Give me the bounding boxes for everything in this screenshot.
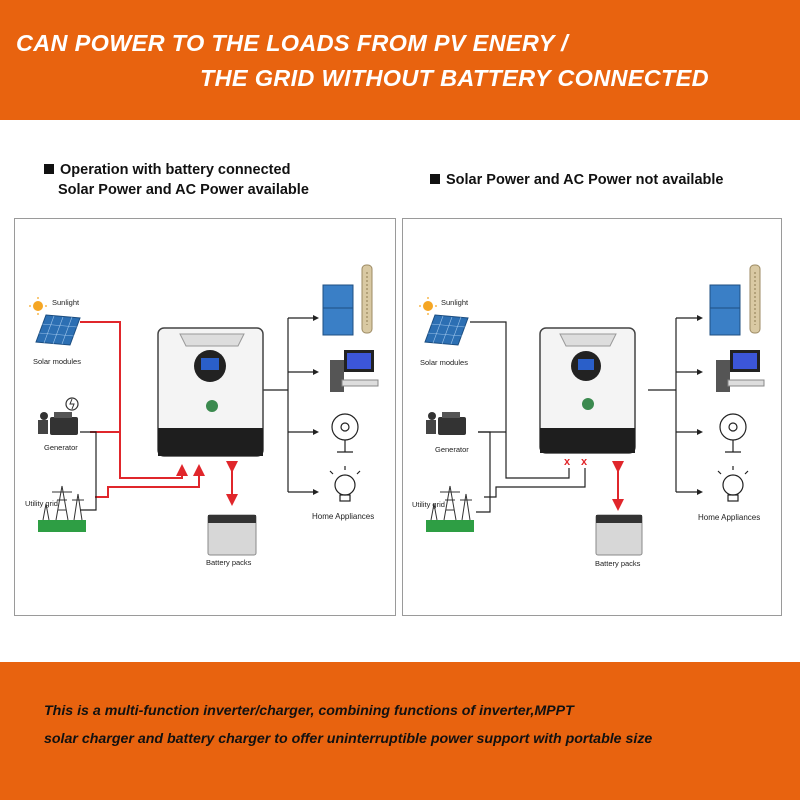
right-label-sunlight: Sunlight [441,298,469,307]
left-label-battery-packs: Battery packs [206,558,252,567]
right-label-solar-modules: Solar modules [420,358,468,367]
right-label-utility-grid: Utility grid [412,500,445,509]
left-label-sunlight: Sunlight [52,298,80,307]
right-label-home-appliances: Home Appliances [698,513,761,522]
left-label-generator: Generator [44,443,78,452]
right-label-battery-packs: Battery packs [595,559,641,568]
bottom-banner [0,662,800,800]
right-panel-title: Solar Power and AC Power not available [430,170,723,190]
right-diagram-frame [402,218,782,616]
break-mark-2: x [581,456,588,468]
right-label-generator: Generator [435,445,469,454]
left-title-line-1: Operation with battery connected [60,162,291,178]
right-title: Solar Power and AC Power not available [446,172,724,188]
headline-line-2: THE GRID WITHOUT BATTERY CONNECTED [200,65,709,91]
headline-line-1: CAN POWER TO THE LOADS FROM PV ENERY / [16,30,568,56]
left-label-solar-modules: Solar modules [33,357,81,366]
left-panel-title: Operation with battery connected Solar P… [44,160,309,200]
break-mark-1: x [564,456,571,468]
footer-line-2: solar charger and battery charger to off… [44,731,653,747]
left-diagram-frame [14,218,396,616]
left-label-home-appliances: Home Appliances [312,512,375,521]
bullet-square-icon [430,174,440,184]
footer-line-1: This is a multi-function inverter/charge… [44,703,574,719]
left-label-utility-grid: Utility grid [25,499,58,508]
left-title-line-2: Solar Power and AC Power available [58,182,309,198]
top-banner [0,0,800,120]
bullet-square-icon [44,164,54,174]
